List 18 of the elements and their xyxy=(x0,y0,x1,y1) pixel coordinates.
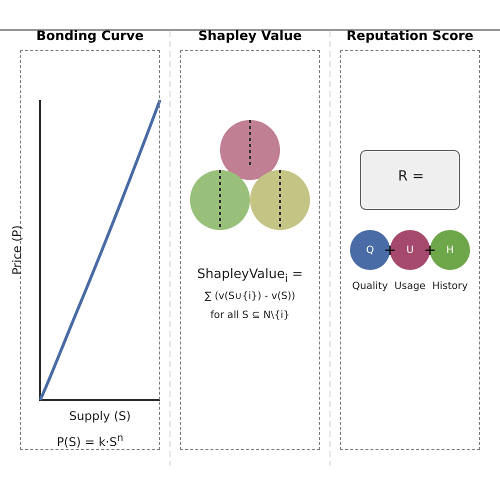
circle-letter: Q xyxy=(366,245,374,257)
axis-label: Supply (S) xyxy=(69,408,131,424)
formula-text: for all S ⊆ N\{i} xyxy=(210,310,290,322)
panel-title: Shapley Value xyxy=(198,29,302,45)
panel-title: Reputation Score xyxy=(346,29,474,45)
formula-text: R = xyxy=(398,168,424,186)
formula-text: P(S) = k·S$^{n}$ xyxy=(56,432,124,450)
circle-letter: U xyxy=(406,245,414,257)
formula-text: ShapleyValue$_{i}$ = xyxy=(197,267,303,285)
axis-label: Price (P) xyxy=(10,225,24,275)
circle-caption: History xyxy=(432,281,468,293)
circle-caption: Quality xyxy=(352,281,388,293)
panel-title: Bonding Curve xyxy=(36,29,144,45)
plus-sign: + xyxy=(384,241,396,259)
formula-box xyxy=(360,150,460,210)
circle-caption: Usage xyxy=(394,281,426,293)
formula-text: ∑ (v(S∪{i}) - v(S)) xyxy=(204,291,296,303)
circle-letter: H xyxy=(446,245,454,257)
